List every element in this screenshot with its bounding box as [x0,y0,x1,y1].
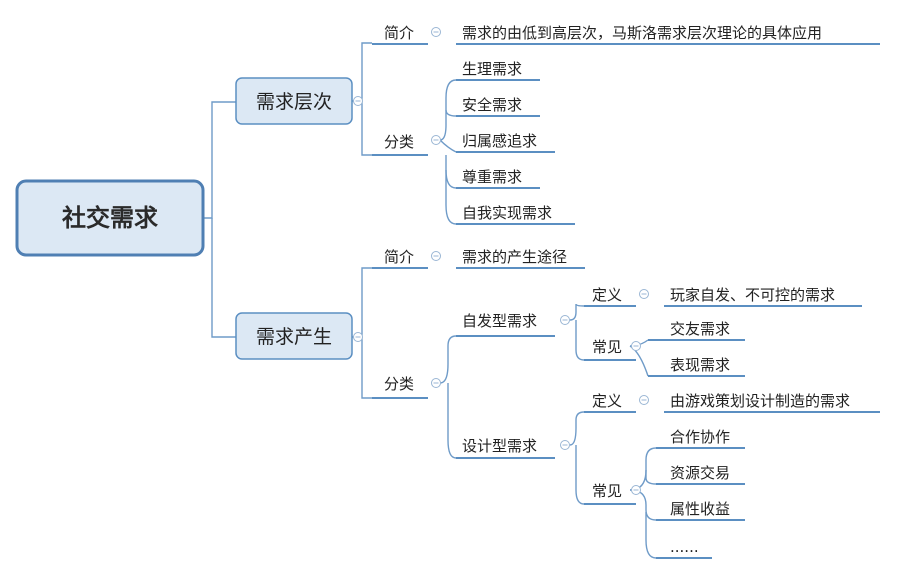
topic-item[interactable]: 交友需求 [670,320,730,338]
topic-definition-label[interactable]: 定义 [592,392,622,410]
topic-item[interactable]: 属性收益 [670,500,730,518]
root-label: 社交需求 [62,204,158,232]
topic-text[interactable]: 由游戏策划设计制造的需求 [670,392,850,410]
topic-item[interactable]: 安全需求 [462,96,522,114]
branch-label: 需求层次 [256,91,332,113]
topic-text[interactable]: 需求的由低到高层次，马斯洛需求层次理论的具体应用 [462,24,822,42]
topic-definition-label[interactable]: 定义 [592,286,622,304]
collapse-toggle[interactable] [639,395,649,405]
topic-item[interactable]: 合作协作 [670,428,730,446]
topic-subtype[interactable]: 设计型需求 [462,437,537,455]
topic-text[interactable]: 玩家自发、不可控的需求 [670,286,835,304]
topic-category-label[interactable]: 分类 [384,133,414,151]
topic-item[interactable]: 归属感追求 [462,132,537,150]
topic-intro-label[interactable]: 简介 [384,248,414,266]
branch-node-generation[interactable]: 需求产生 [235,312,353,360]
root-node[interactable]: 社交需求 [15,179,205,257]
topic-subtype[interactable]: 自发型需求 [462,312,537,330]
collapse-toggle[interactable] [353,332,363,342]
node-underlines [372,43,880,559]
topic-common-label[interactable]: 常见 [592,482,622,500]
branch-label: 需求产生 [256,326,332,348]
branch-node-hierarchy[interactable]: 需求层次 [235,77,353,125]
collapse-toggle[interactable] [631,485,641,495]
topic-item[interactable]: 尊重需求 [462,168,522,186]
collapse-toggle[interactable] [560,315,570,325]
collapse-toggle[interactable] [431,135,441,145]
topic-item[interactable]: 表现需求 [670,356,730,374]
topic-common-label[interactable]: 常见 [592,338,622,356]
collapse-toggle[interactable] [631,341,641,351]
collapse-toggle[interactable] [431,378,441,388]
connectors [203,42,657,559]
topic-item[interactable]: 生理需求 [462,60,522,78]
topic-item[interactable]: 资源交易 [670,464,730,482]
collapse-toggle[interactable] [431,251,441,261]
topic-item-ellipsis[interactable]: ...... [670,538,699,556]
collapse-toggle[interactable] [639,289,649,299]
topic-item[interactable]: 自我实现需求 [462,204,552,222]
topic-text[interactable]: 需求的产生途径 [462,248,567,266]
topic-category-label[interactable]: 分类 [384,375,414,393]
collapse-toggle[interactable] [353,96,363,106]
collapse-toggle[interactable] [560,440,570,450]
topic-intro-label[interactable]: 简介 [384,24,414,42]
collapse-toggle[interactable] [431,27,441,37]
